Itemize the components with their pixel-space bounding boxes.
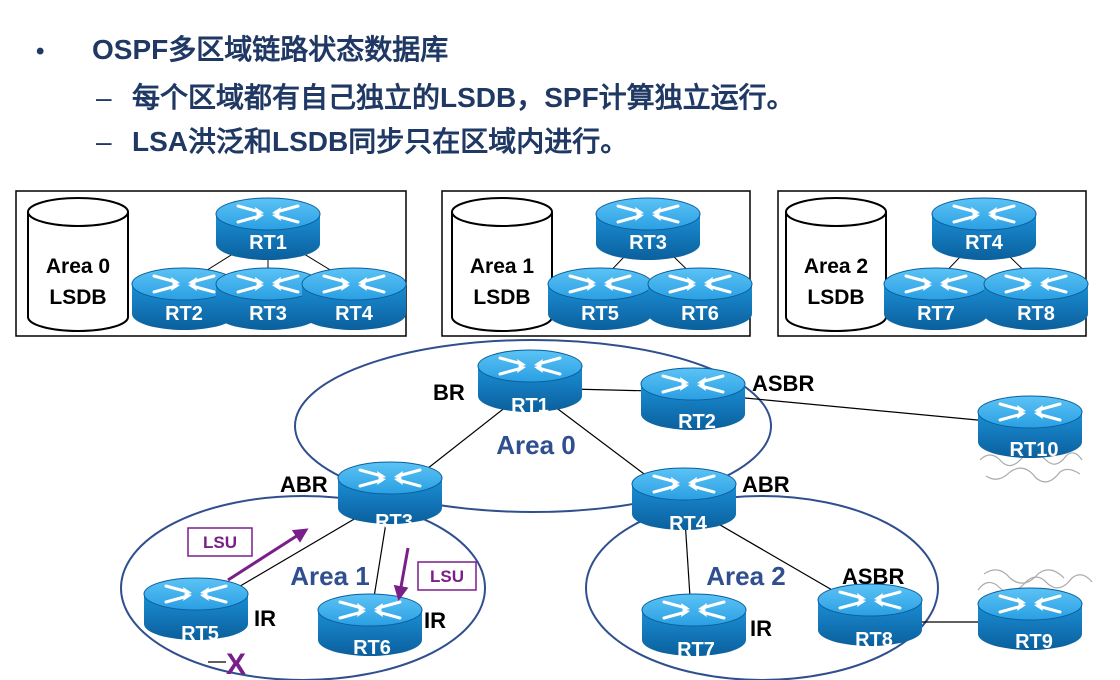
heading-title: • OSPF多区域链路状态数据库 — [36, 28, 448, 68]
bullet-icon: • — [36, 38, 45, 65]
lsdb-panel-area0: Area 0 LSDB RT1 RT2 RT3 RT4 — [15, 190, 408, 337]
router-label: RT4 — [335, 303, 374, 325]
lsu-arrow-up — [227, 528, 309, 582]
db-label-line2: LSDB — [807, 286, 864, 309]
router-label: RT5 — [581, 303, 619, 325]
dash-icon: – — [96, 82, 112, 113]
topology: RT1 RT2 RT3 RT4 RT5 RT6 RT7 RT8 RT9 RT10… — [120, 339, 1093, 680]
role-ir-rt5: IR — [254, 606, 276, 631]
router-label: RT1 — [249, 232, 287, 254]
lsdb-panel-area2: Area 2 LSDB RT4 RT7 RT8 — [777, 190, 1090, 337]
area0-boundary — [294, 339, 772, 513]
role-asbr-rt8: ASBR — [842, 564, 904, 589]
cloud-icon — [977, 574, 1093, 593]
router-label: RT8 — [1017, 303, 1055, 325]
role-asbr-rt2: ASBR — [752, 371, 814, 396]
router-label: RT7 — [917, 303, 955, 325]
db-label-line2: LSDB — [49, 286, 106, 309]
title-text: OSPF多区域链路状态数据库 — [92, 34, 449, 65]
router-label: RT9 — [1015, 631, 1053, 653]
router-label: RT3 — [249, 303, 287, 325]
lsu-arrow-down — [393, 547, 410, 601]
area1-label: Area 1 — [290, 561, 370, 591]
failure-mark: X — [226, 648, 246, 680]
router-label: RT7 — [677, 639, 715, 661]
lsu-box — [417, 561, 477, 591]
router-label: RT3 — [629, 232, 667, 254]
point-2-text: LSA洪泛和LSDB同步只在区域内进行。 — [132, 126, 629, 157]
point-1: –每个区域都有自己独立的LSDB，SPF计算独立运行。 — [96, 76, 795, 116]
db-label-line1: Area 0 — [46, 255, 110, 278]
lsdb-panel-area1: Area 1 LSDB RT3 RT5 RT6 — [441, 190, 754, 337]
router-label: RT1 — [511, 395, 549, 417]
dash-icon: – — [96, 126, 112, 157]
lsu-label: LSU — [203, 533, 237, 552]
area2-boundary — [585, 495, 939, 680]
router-label: RT3 — [375, 511, 413, 533]
area1-boundary — [120, 495, 486, 680]
role-br: BR — [433, 380, 465, 405]
point-1-text: 每个区域都有自己独立的LSDB，SPF计算独立运行。 — [132, 82, 795, 113]
db-label-line2: LSDB — [473, 286, 530, 309]
role-ir-rt6: IR — [424, 608, 446, 633]
lsu-label: LSU — [430, 567, 464, 586]
cloud-icon — [983, 569, 1065, 584]
db-label-line1: Area 1 — [470, 255, 535, 278]
router-label: RT2 — [165, 303, 203, 325]
router-label: RT5 — [181, 623, 219, 645]
point-2: –LSA洪泛和LSDB同步只在区域内进行。 — [96, 120, 628, 160]
router-label: RT6 — [353, 637, 391, 659]
db-label-line1: Area 2 — [804, 255, 868, 278]
router-label: RT2 — [678, 411, 716, 433]
area2-label: Area 2 — [706, 561, 786, 591]
router-label: RT6 — [681, 303, 719, 325]
cloud-icon — [985, 467, 1081, 483]
router-label: RT4 — [669, 513, 708, 535]
area0-label: Area 0 — [496, 430, 576, 460]
role-abr-rt3: ABR — [280, 472, 328, 497]
role-ir-rt7: IR — [750, 616, 772, 641]
router-label: RT4 — [965, 232, 1004, 254]
role-abr-rt4: ABR — [742, 472, 790, 497]
lsu-box — [187, 527, 253, 557]
router-label: RT10 — [1010, 439, 1059, 461]
router-label: RT8 — [855, 629, 893, 651]
